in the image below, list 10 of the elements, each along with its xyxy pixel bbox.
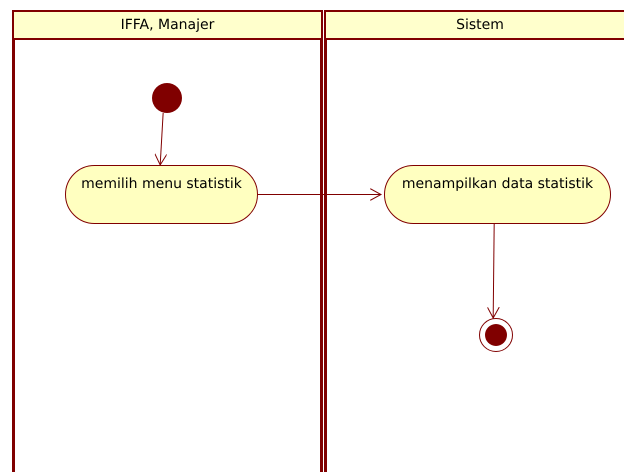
swimlane [324, 10, 624, 472]
action-node: menampilkan data statistik [384, 165, 611, 224]
lane-header: IFFA, Manajer [12, 10, 323, 40]
lane-header: Sistem [324, 10, 624, 40]
swimlane [12, 10, 323, 472]
end-node [479, 318, 513, 352]
arrow [154, 112, 168, 166]
start-node [152, 83, 182, 113]
action-node: memilih menu statistik [65, 165, 258, 224]
arrow [486, 224, 500, 318]
